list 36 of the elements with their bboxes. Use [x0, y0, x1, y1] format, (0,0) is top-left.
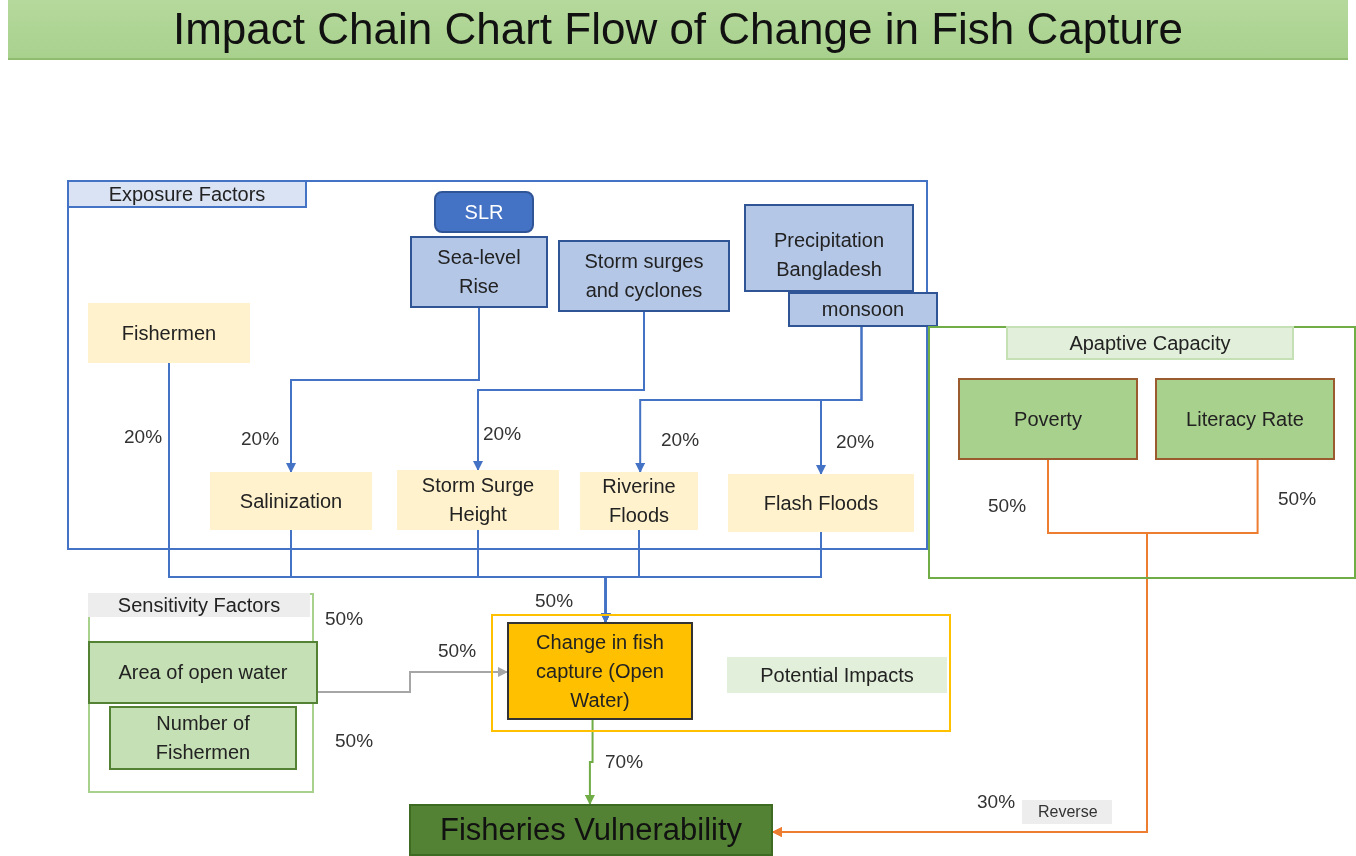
factor-box: Precipitation Bangladesh [744, 204, 914, 292]
connector-arrow [600, 531, 822, 623]
factor-box: Salinization [210, 472, 372, 530]
label-box: SLR [434, 191, 534, 233]
impact-box: Change in fish capture (Open Water) [507, 622, 693, 720]
percentage-label: 30% [977, 791, 1016, 813]
connector-arrow [286, 307, 480, 473]
factor-box: Area of open water [88, 641, 318, 704]
connector-arrow [772, 459, 1259, 838]
group-title: Sensitivity Factors [88, 593, 310, 617]
factor-box: Poverty [958, 378, 1138, 460]
factor-box: Riverine Floods [580, 472, 698, 530]
connector-arrow [317, 667, 508, 694]
factor-box: monsoon [788, 292, 938, 327]
connector-arrow [584, 719, 595, 805]
outcome-box: Fisheries Vulnerability [409, 804, 773, 856]
factor-box: Number of Fishermen [109, 706, 297, 770]
factor-box: Fishermen [88, 303, 250, 363]
group-frame [67, 180, 928, 550]
factor-box: Storm surges and cyclones [558, 240, 730, 312]
factor-box: Flash Floods [728, 474, 914, 532]
percentage-label: 50% [335, 730, 374, 752]
group-title: Exposure Factors [67, 180, 307, 208]
group-title: Apaptive Capacity [1006, 326, 1294, 360]
percentage-label: 50% [325, 608, 364, 630]
connector-arrow [473, 311, 645, 471]
factor-box: Storm Surge Height [397, 470, 559, 530]
note-label: Reverse [1022, 800, 1112, 824]
group-title: Potential Impacts [727, 657, 947, 693]
group-frame [491, 614, 951, 732]
factor-box: Sea-level Rise [410, 236, 548, 308]
percentage-label: 50% [535, 590, 574, 612]
factor-box: Literacy Rate [1155, 378, 1335, 460]
connector-arrow [816, 326, 863, 475]
group-frame [928, 326, 1356, 579]
title-banner: Impact Chain Chart Flow of Change in Fish Capture [8, 0, 1348, 60]
